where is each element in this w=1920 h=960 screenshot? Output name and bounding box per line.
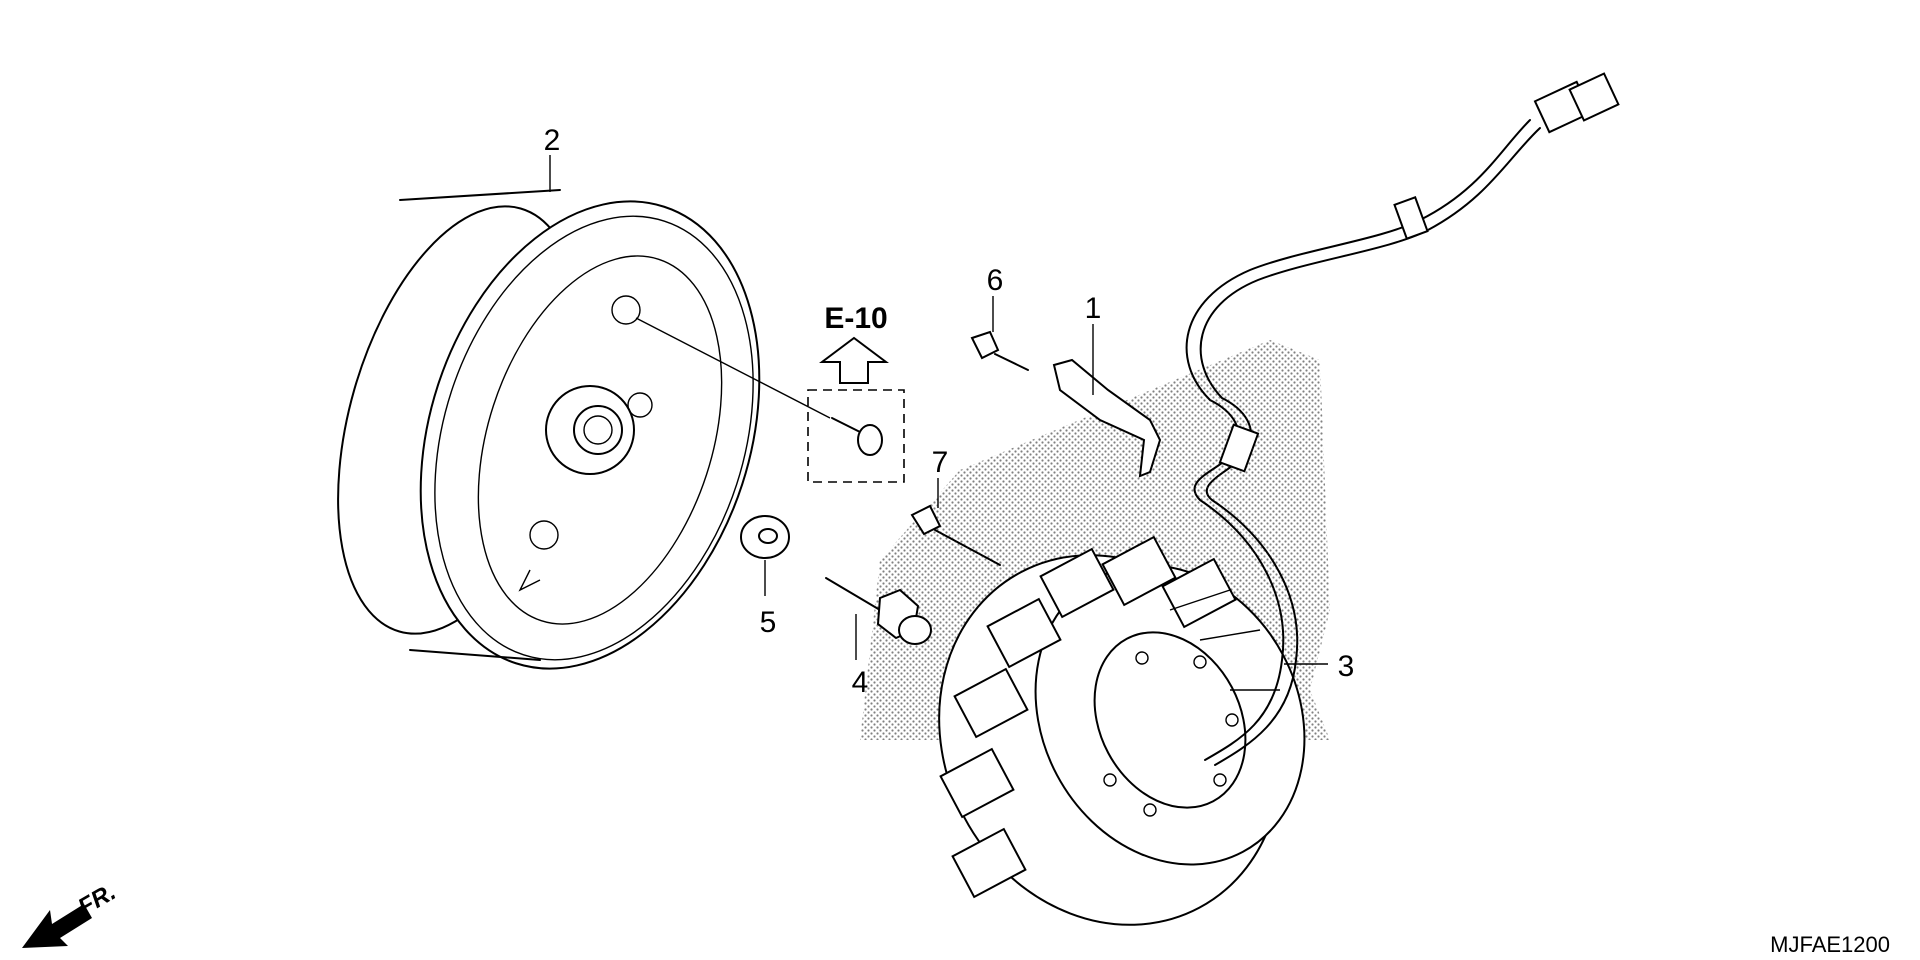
- callout-5: 5: [760, 606, 777, 639]
- diagram-code: MJFAE1200: [1770, 932, 1890, 957]
- reference-box: [807, 336, 905, 483]
- flywheel[interactable]: [294, 157, 817, 712]
- bolt-7[interactable]: [910, 504, 1001, 566]
- callout-6: 6: [987, 264, 1004, 297]
- callout-3: 3: [1338, 650, 1355, 683]
- wire-harness: [1185, 119, 1541, 766]
- front-direction: FR.: [22, 878, 120, 948]
- bracket[interactable]: [1052, 358, 1162, 478]
- front-arrow-icon: [22, 904, 92, 948]
- callout-7: 7: [932, 446, 949, 479]
- bolt-6[interactable]: [970, 330, 1029, 371]
- flywheel-screw[interactable]: [831, 417, 883, 456]
- flywheel-bolt[interactable]: [825, 577, 932, 645]
- reference-label: E-10: [824, 302, 887, 335]
- connector-icon: [1533, 72, 1620, 134]
- callout-4: 4: [852, 666, 869, 699]
- callout-1: 1: [1085, 292, 1102, 325]
- washer[interactable]: [740, 515, 790, 559]
- ref-arrow-icon: [819, 336, 889, 384]
- stator[interactable]: [875, 495, 1356, 960]
- callout-2: 2: [544, 124, 561, 157]
